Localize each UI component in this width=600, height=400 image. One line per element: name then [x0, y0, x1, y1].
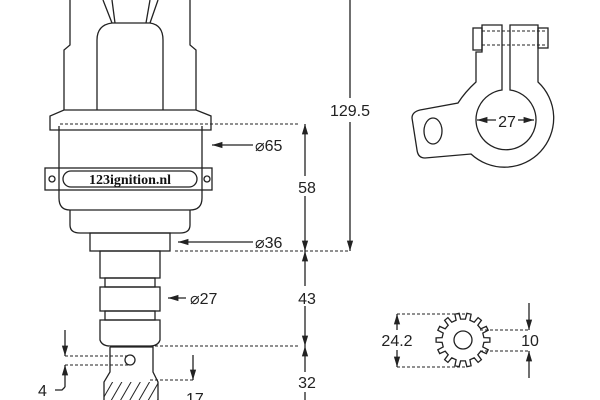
dim-gear-diameter: 24.2 — [381, 333, 412, 350]
dim-body-diameter: ⌀65 — [255, 138, 283, 155]
dim-pin-offset: 4 — [38, 383, 47, 400]
dimension-lines — [168, 0, 354, 400]
dim-clamp-bore: 27 — [498, 114, 516, 131]
dim-gear-height: 17 — [186, 391, 204, 400]
dim-shaft-diameter: ⌀27 — [190, 291, 218, 308]
dim-shaft-height: 43 — [298, 291, 316, 308]
dim-gear-bore: 10 — [521, 333, 539, 350]
gear-end-view: 24.2 10 — [381, 303, 539, 378]
gear-outline — [435, 312, 491, 368]
clamp-drawing: 27 — [411, 24, 555, 168]
brand-label: 123ignition.nl — [89, 173, 171, 188]
dim-overall-height: 129.5 — [330, 103, 370, 120]
dim-drive-height: 32 — [298, 375, 316, 392]
distributor-side-view: 123ignition.nl — [44, 0, 300, 400]
dim-body-height: 58 — [298, 180, 316, 197]
dim-collar-diameter: ⌀36 — [255, 235, 283, 252]
